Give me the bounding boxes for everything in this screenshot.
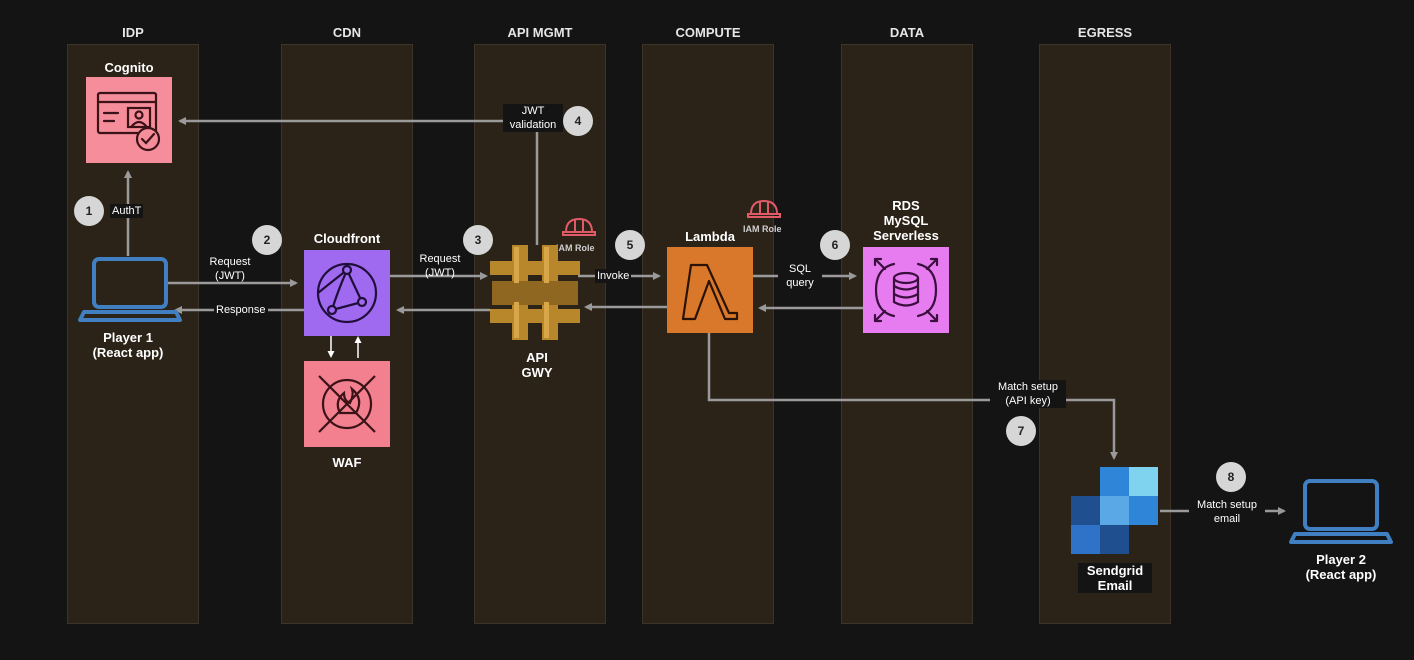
iam-role-label-lambda: IAM Role [743,224,782,234]
edge-label-sql-line2: query [786,277,814,289]
player1-label: Player 1 (React app) [68,330,188,360]
cloudfront-icon [304,250,390,336]
cognito-icon [86,77,172,163]
rds-label-line2: MySQL [883,213,929,228]
player1-label-line2: (React app) [92,345,164,360]
hard-hat-icon-lambda [746,196,782,220]
player2-label-line1: Player 2 [1316,552,1366,567]
api-gateway-label-line1: API [526,350,548,365]
sendgrid-label-line2: Email [1097,578,1133,593]
api-gateway-label: API GWY [500,350,574,380]
lane-title-compute: COMPUTE [675,25,741,40]
edge-label-request-2-line1: Request [419,253,461,265]
step-badge-1: 1 [74,196,104,226]
edge-label-jwt-line1: JWT [521,105,545,117]
lane-title-cdn: CDN [332,25,362,40]
lane-title-egress: EGRESS [1077,25,1133,40]
step-badge-3: 3 [463,225,493,255]
sendgrid-label-line1: Sendgrid [1086,563,1144,578]
database-icon [863,247,949,333]
edge-label-autht: AuthT [110,204,144,218]
player2-label-line2: (React app) [1305,567,1377,582]
edge-label-request-2: Request (JWT) [410,252,470,280]
step-badge-7: 7 [1006,416,1036,446]
lane-api-mgmt [474,44,606,624]
api-gateway-icon [490,245,580,340]
step-badge-5: 5 [615,230,645,260]
rds-label-line3: Serverless [873,228,939,243]
waf-icon [304,361,390,447]
edge-label-request-1: Request (JWT) [200,255,260,283]
cloudfront-label: Cloudfront [313,231,381,246]
rds-label: RDS MySQL Serverless [858,198,954,243]
edge-label-request-1-line1: Request [209,256,251,268]
edge-label-invoke: Invoke [595,269,632,283]
lambda-label: Lambda [685,229,735,244]
hard-hat-icon-api [561,214,597,238]
edge-label-jwt-line2: validation [509,119,557,131]
edge-label-sql-query: SQL query [778,262,822,290]
edge-label-match-line1: Match setup [998,381,1058,393]
rds-label-line1: RDS [892,198,920,213]
laptop-icon-player1 [78,256,182,326]
edge-label-sql-line1: SQL [788,263,811,275]
laptop-icon-player2 [1289,478,1393,548]
lane-title-api-mgmt: API MGMT [507,25,573,40]
player1-label-line1: Player 1 [103,330,153,345]
arrow-match-setup [707,332,1118,460]
edge-label-request-1-line2: (JWT) [215,270,245,282]
waf-label: WAF [332,455,362,470]
step-badge-8: 8 [1216,462,1246,492]
edge-label-request-2-line2: (JWT) [425,267,455,279]
step-badge-6: 6 [820,230,850,260]
edge-label-email-line1: Match setup [1197,499,1257,511]
lane-title-data: DATA [889,25,925,40]
player2-label: Player 2 (React app) [1281,552,1401,582]
lane-data [841,44,973,624]
step-badge-4: 4 [563,106,593,136]
edge-label-match-email: Match setup email [1189,498,1265,526]
iam-role-label-api: IAM Role [556,243,595,253]
api-gateway-label-line2: GWY [521,365,553,380]
lambda-icon [667,247,753,333]
lane-title-idp: IDP [122,25,144,40]
edge-label-response: Response [214,303,268,317]
edge-label-email-line2: email [1213,513,1241,525]
cognito-label: Cognito [104,60,154,75]
sendgrid-label: Sendgrid Email [1078,563,1152,593]
sendgrid-icon [1071,467,1158,554]
edge-label-match-setup: Match setup (API key) [990,380,1066,408]
edge-label-match-line2: (API key) [1005,395,1051,407]
step-badge-2: 2 [252,225,282,255]
edge-label-jwt-validation: JWT validation [503,104,563,132]
